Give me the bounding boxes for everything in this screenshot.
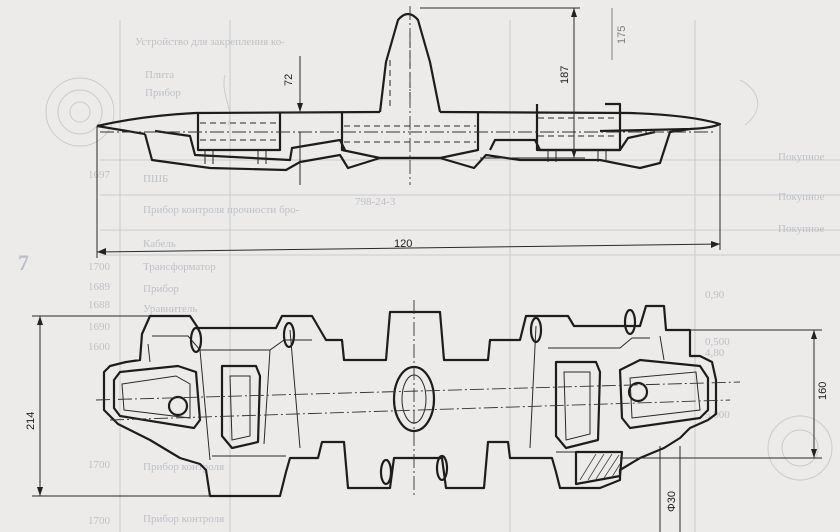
ghost-text: 1697 xyxy=(88,169,111,181)
right-eye-inner xyxy=(629,371,701,419)
right-eye-boss xyxy=(618,358,710,430)
right-window-inner xyxy=(563,371,591,441)
hidden-pin-lines xyxy=(200,32,618,143)
dim-grouser-height: 72 xyxy=(283,74,295,86)
dimension-overall-length: 120 xyxy=(96,124,721,258)
ghost-text: Трансформатор xyxy=(143,261,216,273)
left-window-inner xyxy=(229,375,251,441)
ghost-text: 1700 xyxy=(88,459,111,471)
dim-overall-length: 120 xyxy=(394,238,412,250)
ghost-text: Прибор контроля xyxy=(143,461,224,473)
pin-holes xyxy=(167,308,649,486)
center-lug xyxy=(340,113,480,160)
ghost-text: Уравнитель xyxy=(143,303,197,315)
link-plan-outline xyxy=(102,304,718,498)
dimension-187: 187 xyxy=(420,7,585,159)
dimension-72: 72 xyxy=(283,56,320,185)
ghost-text: 1688 xyxy=(88,299,111,311)
ghost-text: Плита xyxy=(145,69,174,81)
left-window xyxy=(220,364,262,450)
ghost-text: 0,90 xyxy=(705,289,725,301)
ghost-text: 4,80 xyxy=(705,347,725,359)
ghost-text: Прибор xyxy=(143,283,179,295)
dim-top-right: 175 xyxy=(616,26,628,44)
dimension-top-right: 175 xyxy=(611,8,628,60)
dim-overall-width: 214 xyxy=(25,412,37,430)
plan-view: 214 160 Φ30 xyxy=(25,300,829,532)
grouser-tooth xyxy=(378,12,442,113)
ghost-text: Покупное xyxy=(778,151,825,163)
ghost-text: 1690 xyxy=(88,321,111,333)
ghost-text: 1700 xyxy=(88,261,111,273)
bottom-slots xyxy=(204,150,607,164)
dim-pin-center-width: 160 xyxy=(817,382,829,400)
ghost-text: ПШБ xyxy=(143,173,168,185)
bleed-through-layer: Устройство для закрепления ко- Плита При… xyxy=(18,20,840,532)
ghost-text: Прибор контроля прочности бро- xyxy=(143,204,300,216)
plan-horizontal-centerline xyxy=(95,381,741,401)
dimension-214: 214 xyxy=(25,315,210,497)
ghost-text: 1689 xyxy=(88,281,111,293)
ghost-text: Покупное xyxy=(778,191,825,203)
left-eye-boss xyxy=(112,364,202,430)
dimension-phi30: Φ30 xyxy=(659,446,681,532)
right-lug xyxy=(535,102,622,152)
web-lines xyxy=(147,325,665,461)
ghost-text: Прибор контроля xyxy=(143,513,224,525)
track-plate xyxy=(96,110,722,136)
dim-total-height: 187 xyxy=(559,66,571,84)
ghost-text: 0,500 xyxy=(705,336,730,348)
ghost-text: Прибор xyxy=(145,87,181,99)
dim-hole-diameter: Φ30 xyxy=(666,491,678,512)
ghost-text: Устройство для закрепления ко- xyxy=(135,36,285,48)
ghost-text: 798-24-3 xyxy=(355,196,396,208)
left-lug xyxy=(196,113,282,152)
ghost-text: Покупное xyxy=(778,223,825,235)
section-hatch xyxy=(574,450,624,486)
plan-pin-axis xyxy=(109,399,731,421)
right-window xyxy=(554,360,602,450)
ghost-text: Кабель xyxy=(143,238,176,250)
dimension-160: 160 xyxy=(620,329,829,459)
left-eye-inner xyxy=(121,375,191,419)
ghost-text: 1700 xyxy=(88,515,111,527)
ghost-text: 7 xyxy=(18,250,29,275)
ghost-text: 1600 xyxy=(88,341,111,353)
side-elevation-view: 72 187 175 120 xyxy=(96,6,722,258)
